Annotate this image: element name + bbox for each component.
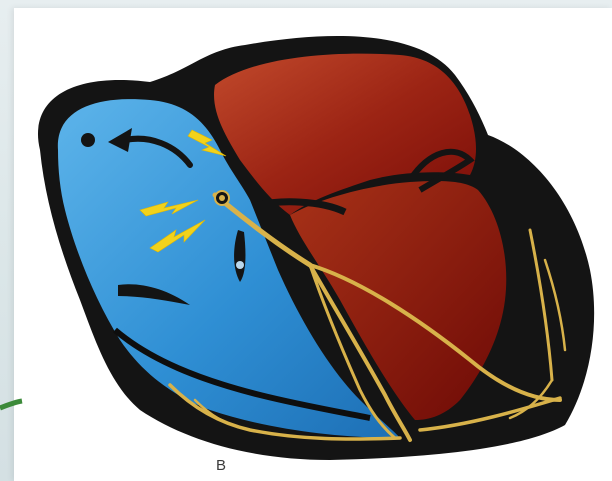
background-swoosh — [0, 401, 22, 408]
valve-dot — [236, 261, 244, 269]
av-node-core — [219, 195, 225, 201]
sinus-dot — [81, 133, 95, 147]
panel-label: B — [216, 457, 226, 474]
